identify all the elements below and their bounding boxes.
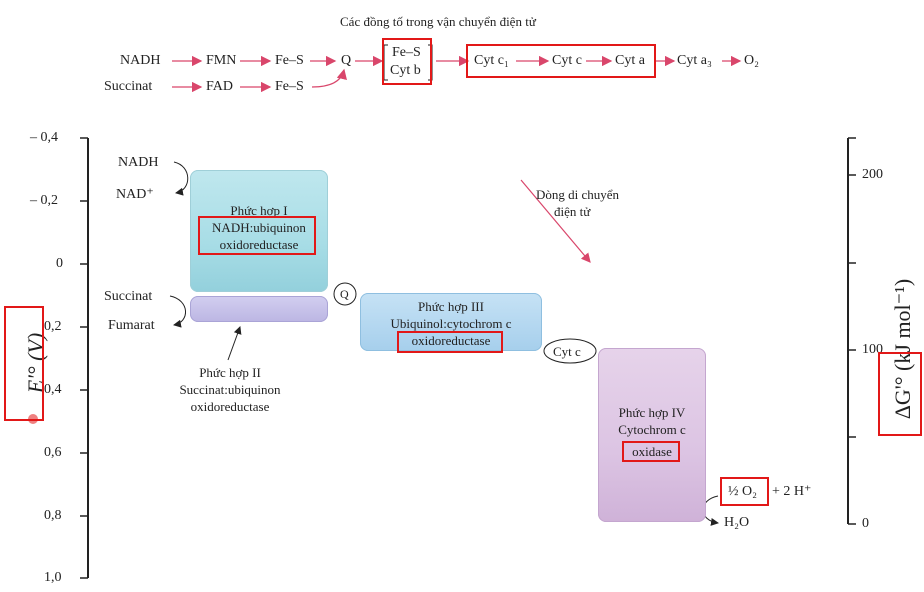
complex-1-name: NADH:ubiquinon: [212, 220, 306, 235]
chain-q: Q: [341, 53, 352, 68]
highlight-cyt-chain: [466, 44, 656, 78]
label-half-o2: ½ O₂: [728, 484, 757, 499]
chain-fmn: FMN: [206, 53, 237, 68]
left-tick: 0,6: [44, 445, 62, 460]
chain-fad: FAD: [206, 79, 233, 94]
complex-1-type: oxidoreductase: [219, 237, 299, 252]
label-succinat: Succinat: [104, 289, 153, 304]
highlight-complex-3: [397, 331, 503, 353]
chain-cytc: Cyt c: [552, 53, 582, 68]
label-flow-2: điện tử: [554, 204, 591, 219]
chain-succinat: Succinat: [104, 79, 153, 94]
right-tick: 0: [862, 516, 869, 531]
chain-o2: O₂: [744, 53, 759, 68]
cursor-dot: [28, 414, 38, 424]
chain-cytc1: Cyt c₁: [474, 53, 509, 68]
label-flow-1: Dòng di chuyển: [536, 187, 620, 202]
chain-fes-1: Fe–S: [275, 53, 304, 68]
complex-3-title: Phức hợp III: [418, 299, 484, 314]
complex-2-box: [190, 296, 328, 322]
chain-cyta3: Cyt a₃: [677, 53, 712, 68]
left-tick: – 0,2: [30, 193, 58, 208]
chain-cytb: Cyt b: [390, 63, 421, 78]
complex-4-box: [598, 348, 706, 522]
label-nad: NAD⁺: [116, 187, 154, 202]
complex-3-name: Ubiquinol:cytochrom c: [390, 316, 512, 331]
label-plus-2h: + 2 H⁺: [772, 484, 812, 499]
cytc-ellipse: [543, 338, 597, 364]
right-tick: 100: [862, 342, 883, 357]
complex-2-title: Phức hợp II: [199, 365, 261, 380]
chain-cyta: Cyt a: [615, 53, 645, 68]
left-tick: – 0,4: [30, 130, 58, 145]
complex-2-type: oxidoreductase: [190, 399, 270, 414]
left-tick: 1,0: [44, 570, 62, 585]
complex-4-title: Phức hợp IV: [618, 405, 686, 420]
highlight-half-o2: [720, 477, 769, 506]
left-tick: 0,2: [44, 319, 62, 334]
complex-4-type: oxidase: [632, 444, 672, 459]
electron-flow-arrow: [520, 179, 591, 263]
chain-nadh: NADH: [120, 53, 161, 68]
right-tick: 200: [862, 167, 883, 182]
highlight-complex-1: [198, 216, 316, 255]
label-cytc: Cyt c: [553, 344, 581, 359]
complex-1-box: [190, 170, 328, 292]
highlight-complex-4: [622, 441, 680, 462]
label-q: Q: [340, 287, 349, 301]
highlight-right-axis-label: [878, 352, 922, 436]
label-fumarat: Fumarat: [108, 318, 155, 333]
chain-fes-2: Fe–S: [275, 79, 304, 94]
complex-3-type: oxidoreductase: [411, 333, 491, 348]
diagram-title: Các đồng tố trong vận chuyển điện tử: [340, 14, 536, 29]
highlight-left-axis-label: [4, 306, 44, 421]
complex-2-name: Succinat:ubiquinon: [179, 382, 281, 397]
arrow-fes-q-curve: [311, 68, 347, 88]
highlight-fes-cytb: [382, 38, 432, 85]
complex-1-title: Phức hợp I: [230, 203, 288, 218]
left-tick: 0: [56, 256, 63, 271]
left-tick: 0,8: [44, 508, 62, 523]
chain-fes-mid: Fe–S: [392, 45, 421, 60]
q-circle: [333, 282, 357, 306]
label-nadh: NADH: [118, 155, 159, 170]
left-tick: 0,4: [44, 382, 62, 397]
complex-3-box: [360, 293, 542, 351]
complex-4-name: Cytochrom c: [618, 422, 686, 437]
label-h2o: H₂O: [724, 515, 750, 530]
